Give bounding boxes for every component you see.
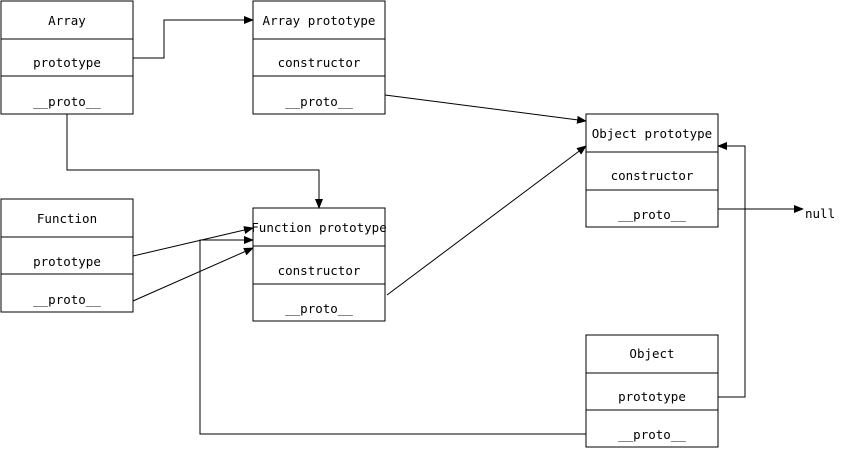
box-array: Array prototype __proto__ [0,0,134,115]
box-function: Function prototype __proto__ [0,198,134,313]
edge-array-prototype-proto-to-object-prototype [384,94,587,124]
edge-object-proto-to-function-prototype [199,236,586,435]
box-object-proto-cell: __proto__ [618,427,686,442]
box-array-prototype-title: Array prototype [263,13,376,28]
edge-function-prototype-proto-to-object-prototype [386,145,587,296]
box-function-prototype-proto-cell: __proto__ [285,301,353,316]
edge-function-proto-to-function-prototype-object [132,247,254,302]
box-object: Object prototype __proto__ [585,334,719,448]
box-function-proto-cell: __proto__ [33,292,101,307]
box-object-prototype-proto-cell: __proto__ [618,207,686,222]
edge-object-prototype-to-object-prototype-object [717,142,746,398]
box-function-title: Function [37,211,97,226]
box-function-prototype-title: Function prototype [251,220,386,235]
edge-array-proto-to-function-prototype [66,114,323,209]
box-function-prototype-cell: prototype [33,254,101,269]
box-array-prototype-cell: prototype [33,55,101,70]
box-object-prototype-cell: prototype [618,389,686,404]
edge-array-prototype-to-array-prototype-object [133,16,254,59]
box-function-prototype: Function prototype constructor __proto__ [251,207,387,322]
box-object-prototype-title: Object prototype [592,126,712,141]
box-object-prototype-constructor-cell: constructor [611,168,694,183]
box-object-title: Object [629,346,674,361]
box-array-prototype-constructor-cell: constructor [278,55,361,70]
box-array-prototype: Array prototype constructor __proto__ [252,0,386,115]
box-array-title: Array [48,13,86,28]
box-array-prototype-proto-cell: __proto__ [285,94,353,109]
null-label: null [805,206,835,221]
box-array-proto-cell: __proto__ [33,94,101,109]
box-object-prototype: Object prototype constructor __proto__ [585,113,719,228]
box-function-prototype-constructor-cell: constructor [278,263,361,278]
edge-function-prototype-to-function-prototype-object [132,226,254,257]
